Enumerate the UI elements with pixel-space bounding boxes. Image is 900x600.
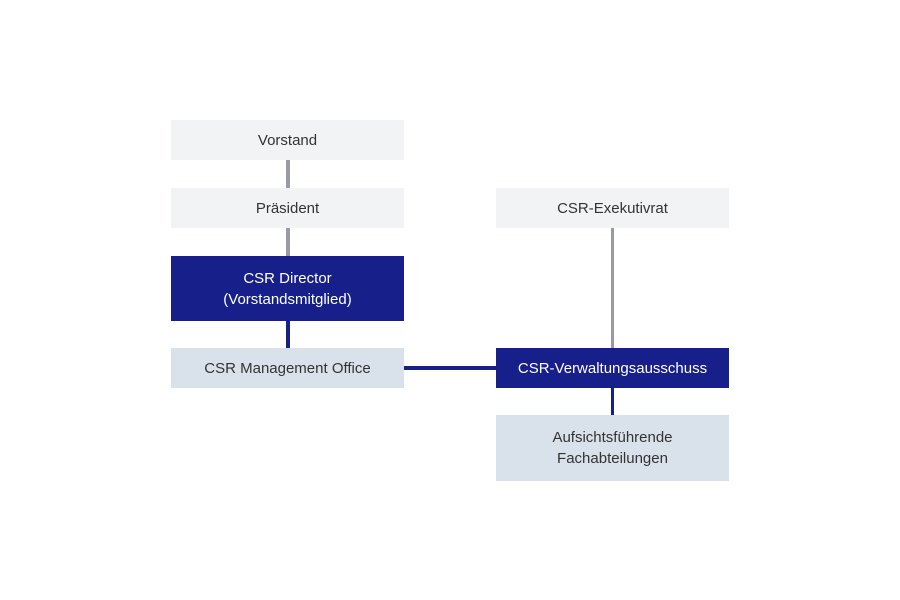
connector-exekutivrat-ausschuss (611, 228, 614, 348)
node-label: CSR-Exekutivrat (557, 199, 668, 217)
node-label: CSR-Verwaltungsausschuss (517, 359, 708, 377)
connector-praesident-director (286, 228, 290, 256)
node-label: Vorstand (257, 131, 318, 149)
node-csr-director: CSR Director (Vorstandsmitglied) (171, 256, 404, 321)
connector-ausschuss-fachabteilungen (611, 388, 614, 415)
node-label: Präsident (255, 199, 320, 217)
node-praesident: Präsident (171, 188, 404, 228)
node-csr-exekutivrat: CSR-Exekutivrat (496, 188, 729, 228)
connector-director-office (286, 321, 290, 348)
node-label: Aufsichtsführende Fachabteilungen (552, 429, 673, 467)
connector-office-ausschuss (404, 366, 496, 370)
node-vorstand: Vorstand (171, 120, 404, 160)
node-label: CSR Management Office (204, 359, 371, 377)
node-csr-verwaltungsausschuss: CSR-Verwaltungsausschuss (496, 348, 729, 388)
connector-vorstand-praesident (286, 160, 290, 188)
node-label: CSR Director (Vorstandsmitglied) (223, 269, 352, 308)
node-csr-management-office: CSR Management Office (171, 348, 404, 388)
node-fachabteilungen: Aufsichtsführende Fachabteilungen (496, 415, 729, 481)
